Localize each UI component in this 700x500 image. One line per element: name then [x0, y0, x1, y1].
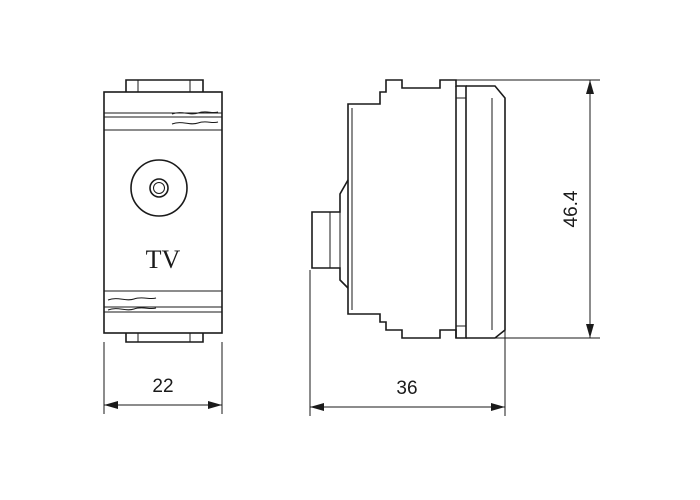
side-body-outline — [347, 79, 467, 339]
depth-arrow-right — [491, 403, 505, 411]
coax-socket-outer-pin-ring — [149, 178, 169, 198]
width-arrow-right — [208, 401, 222, 409]
height-arrow-bottom — [586, 324, 594, 338]
side-connector-nose — [311, 179, 349, 289]
front-view: TV — [103, 79, 223, 343]
depth-dimension: 36 — [309, 270, 506, 416]
side-back-cover — [466, 85, 506, 339]
side-view — [311, 79, 506, 339]
width-dimension: 22 — [103, 342, 223, 414]
front-bottom-wave-1 — [107, 297, 157, 301]
depth-arrow-left — [310, 403, 324, 411]
coax-socket-inner-pin — [153, 182, 165, 194]
height-dimension: 46.4 — [456, 79, 600, 339]
width-arrow-left — [104, 401, 118, 409]
front-top-clip — [125, 79, 204, 92]
front-bottom-wave-2 — [107, 307, 157, 311]
front-bottom-clip — [125, 333, 204, 343]
height-arrow-top — [586, 80, 594, 94]
depth-dimension-value: 36 — [396, 378, 417, 399]
tv-label: TV — [146, 245, 181, 274]
width-dimension-value: 22 — [152, 376, 173, 397]
front-top-wave-1 — [171, 111, 219, 115]
front-top-wave-2 — [171, 121, 219, 125]
front-body-outline — [103, 91, 223, 334]
coax-socket-outer-ring — [130, 159, 188, 217]
height-dimension-value: 46.4 — [561, 190, 582, 227]
